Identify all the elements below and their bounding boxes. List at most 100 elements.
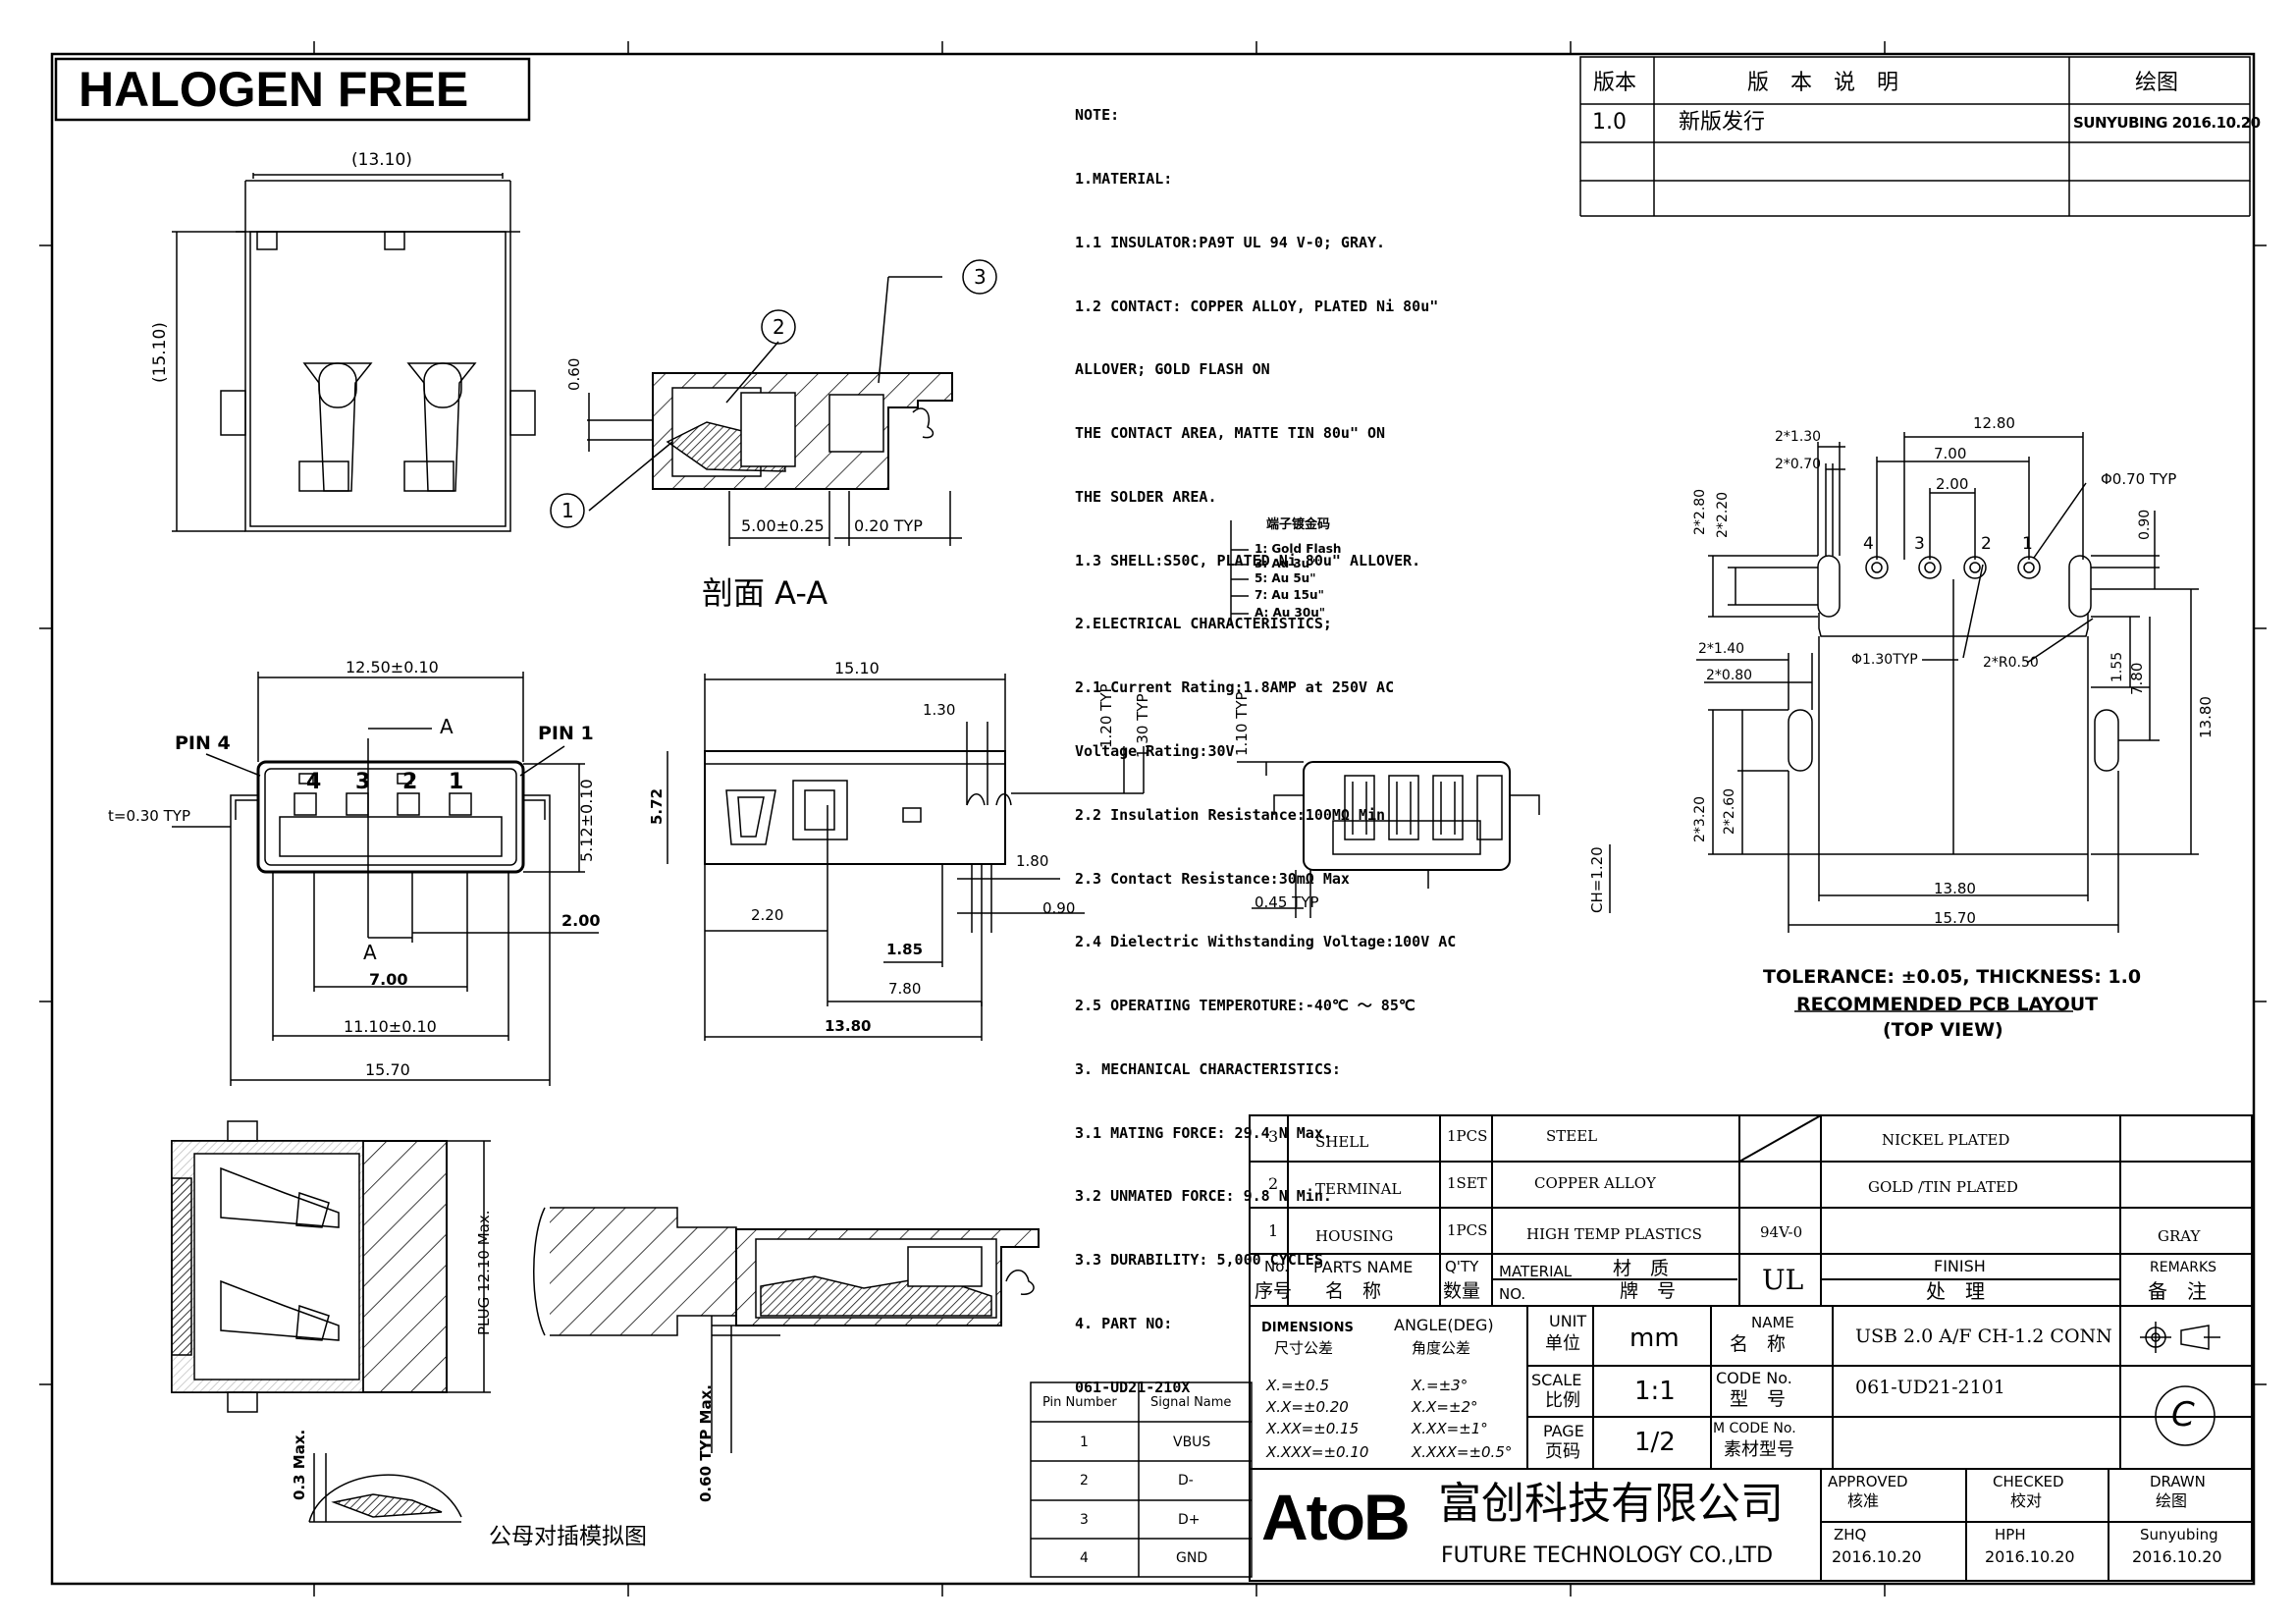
pcb-dim: 0.90 bbox=[2137, 509, 2153, 540]
pcb-pin-number: 2 bbox=[1981, 534, 1992, 554]
top-view-height: (15.10) bbox=[150, 322, 170, 383]
revision-header-description: 版 本 说 明 bbox=[1747, 71, 1899, 95]
approved-label: APPROVED bbox=[1828, 1473, 1908, 1490]
copyright-mark: C bbox=[2171, 1395, 2195, 1435]
pcb-pin-number: 1 bbox=[2022, 534, 2033, 554]
dimensions-label-cn: 尺寸公差 bbox=[1274, 1339, 1334, 1357]
bom-header-qty: Q'TY bbox=[1445, 1258, 1479, 1275]
pcb-pin-number: 3 bbox=[1914, 534, 1925, 554]
note-line: 3. MECHANICAL CHARACTERISTICS: bbox=[1075, 1059, 1341, 1078]
callout-1-label: 1 bbox=[561, 499, 574, 522]
page-value: 1/2 bbox=[1634, 1428, 1676, 1457]
front-pin-number: 4 bbox=[306, 770, 322, 794]
drawn-date: 2016.10.20 bbox=[2132, 1547, 2222, 1566]
tolerance-linear: X.XXX=±0.10 bbox=[1266, 1443, 1369, 1461]
pcb-dim: Φ0.70 TYP bbox=[2101, 470, 2177, 488]
section-title: 剖面 A-A bbox=[702, 574, 828, 612]
pin-number-cell: 3 bbox=[1080, 1512, 1089, 1528]
rear-dim: CH=1.20 bbox=[1588, 846, 1606, 913]
front-dim: 15.70 bbox=[365, 1060, 410, 1079]
pcb-dim: 2*2.80 bbox=[1692, 488, 1708, 535]
dimensions-label: DIMENSIONS bbox=[1261, 1321, 1354, 1335]
drawn-label: DRAWN bbox=[2150, 1473, 2206, 1490]
note-line: 1.2 CONTACT: COPPER ALLOY, PLATED Ni 80u… bbox=[1075, 297, 1439, 315]
title-block-lines bbox=[1249, 1114, 2253, 1582]
pcb-dim: 2*1.40 bbox=[1698, 641, 1745, 657]
tolerance-linear: X.X=±0.20 bbox=[1266, 1398, 1349, 1416]
tolerance-angle: X.XXX=±0.5° bbox=[1412, 1443, 1513, 1461]
tolerance-angle: X.XX=±1° bbox=[1412, 1420, 1488, 1437]
signal-name-cell: VBUS bbox=[1173, 1435, 1211, 1450]
section-mark: A bbox=[363, 941, 377, 964]
bom-header-no: No. bbox=[1264, 1258, 1289, 1275]
front-dim: 7.00 bbox=[369, 970, 408, 989]
side-dim: 1.30 bbox=[923, 701, 956, 719]
scale-label: SCALE bbox=[1531, 1371, 1582, 1389]
pcb-dim: 2*2.20 bbox=[1715, 491, 1731, 538]
approved-by: ZHQ bbox=[1834, 1526, 1867, 1543]
note-line: 1.MATERIAL: bbox=[1075, 169, 1173, 188]
pin-table-header: Signal Name bbox=[1150, 1395, 1232, 1410]
bom-header-material: MATERIAL bbox=[1499, 1263, 1573, 1280]
side-dim: 1.30 TYP bbox=[1134, 693, 1151, 758]
angle-label-cn: 角度公差 bbox=[1412, 1339, 1471, 1357]
note-line: 2.4 Dielectric Withstanding Voltage:100V… bbox=[1075, 933, 1457, 951]
bom-part: SHELL bbox=[1315, 1133, 1369, 1151]
pin-4-label: PIN 4 bbox=[175, 732, 231, 754]
bom-no: 1 bbox=[1268, 1221, 1279, 1240]
plating-option: 3: Au 3u" bbox=[1255, 557, 1316, 570]
rear-view bbox=[1237, 761, 1611, 918]
pcb-dim: 13.80 bbox=[1934, 880, 1976, 897]
mcode-label-cn: 素材型号 bbox=[1724, 1439, 1794, 1460]
front-view bbox=[172, 672, 599, 1086]
front-dim: t=0.30 TYP bbox=[108, 807, 190, 825]
front-pin-number: 1 bbox=[449, 770, 464, 794]
note-line: ALLOVER; GOLD FLASH ON bbox=[1075, 360, 1270, 379]
scale-label-cn: 比例 bbox=[1545, 1390, 1580, 1411]
approved-label-cn: 核准 bbox=[1847, 1491, 1880, 1510]
callout-1 bbox=[550, 493, 585, 528]
page-label-cn: 页码 bbox=[1545, 1441, 1580, 1462]
bom-qty: 1PCS bbox=[1447, 1221, 1488, 1239]
section-dim: 0.60 bbox=[565, 357, 583, 391]
bom-header-part: PARTS NAME bbox=[1313, 1258, 1414, 1276]
bom-header-material-cn: 材 质 bbox=[1613, 1258, 1670, 1279]
mating-dim: 0.60 TYP Max. bbox=[697, 1384, 715, 1502]
side-dim: 13.80 bbox=[825, 1017, 872, 1035]
bom-header-qty-cn: 数量 bbox=[1443, 1280, 1481, 1302]
revision-table-lines bbox=[1579, 56, 2251, 217]
top-view bbox=[172, 173, 536, 532]
callout-2 bbox=[761, 309, 796, 345]
side-dim: 1.85 bbox=[886, 941, 924, 958]
bom-finish: NICKEL PLATED bbox=[1882, 1131, 2010, 1149]
mating-view bbox=[171, 1120, 1040, 1523]
note-line: 2.1 Current Rating:1.8AMP at 250V AC bbox=[1075, 678, 1395, 697]
note-line: 2.5 OPERATING TEMPEROTURE:-40℃ ～ 85℃ bbox=[1075, 997, 1415, 1015]
bom-part: HOUSING bbox=[1315, 1227, 1394, 1245]
front-pin-number: 2 bbox=[402, 770, 418, 794]
page-label: PAGE bbox=[1543, 1422, 1584, 1440]
side-dim: 5.72 bbox=[648, 787, 666, 825]
note-line: 061-UD21-210X bbox=[1075, 1378, 1191, 1396]
section-mark: A bbox=[440, 715, 454, 738]
mating-dim: 0.3 Max. bbox=[291, 1429, 308, 1500]
pcb-dim: 2*0.80 bbox=[1706, 668, 1753, 683]
front-pin-number: 3 bbox=[355, 770, 371, 794]
mcode-label: M CODE No. bbox=[1713, 1421, 1796, 1436]
side-dim: 7.80 bbox=[888, 980, 922, 998]
pcb-dim: 2*3.20 bbox=[1692, 795, 1708, 842]
copyright-circle bbox=[2155, 1385, 2216, 1446]
name-label: NAME bbox=[1751, 1314, 1794, 1331]
checked-by: HPH bbox=[1995, 1526, 2026, 1543]
checked-label-cn: 校对 bbox=[2010, 1491, 2043, 1510]
tolerance-angle: X.=±3° bbox=[1412, 1377, 1468, 1394]
section-aa bbox=[550, 259, 997, 546]
plating-option: 5: Au 5u" bbox=[1255, 571, 1316, 585]
front-dim: 11.10±0.10 bbox=[344, 1017, 437, 1036]
signal-name-cell: D+ bbox=[1178, 1512, 1201, 1528]
side-dim: 1.80 bbox=[1016, 852, 1049, 870]
notes-block: NOTE: 1.MATERIAL: 1.1 INSULATOR:PA9T UL … bbox=[1075, 63, 1456, 1420]
pin-number-cell: 4 bbox=[1080, 1550, 1089, 1566]
note-line: 2.2 Insulation Resistance:100MΩ Min bbox=[1075, 805, 1386, 824]
